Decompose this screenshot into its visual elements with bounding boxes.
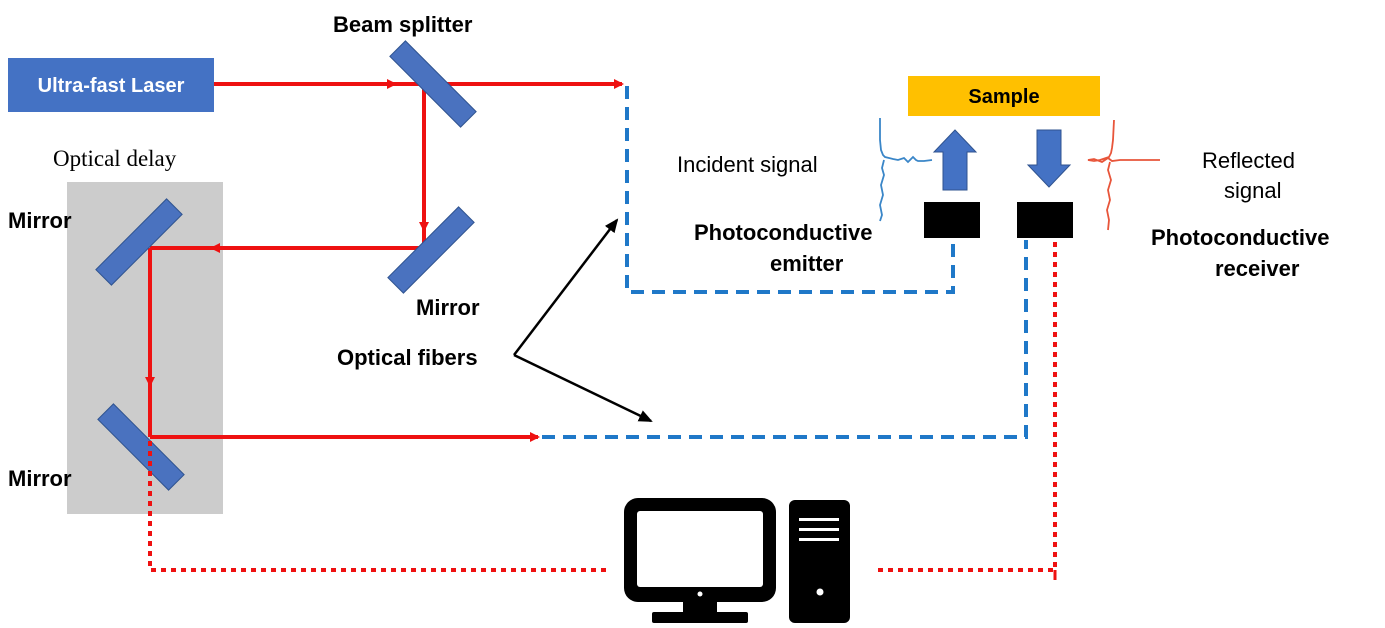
- incident-pulse-waveform: [879, 118, 933, 222]
- emitter-label-line1: Photoconductive: [694, 220, 872, 245]
- monitor-neck: [683, 602, 717, 612]
- reflected-signal-label-line2: signal: [1224, 178, 1281, 203]
- sample-label: Sample: [968, 86, 1039, 108]
- beam-splitter-label: Beam splitter: [333, 12, 473, 37]
- mirror-delay-top-label: Mirror: [8, 208, 72, 233]
- optical-fibers-label: Optical fibers: [337, 345, 478, 370]
- optical-delay-label: Optical delay: [53, 146, 177, 171]
- incident-beam-up-arrow: [932, 129, 978, 191]
- reflected-signal-label-line1: Reflected: [1202, 148, 1295, 173]
- delay-mirror-top: [95, 198, 183, 286]
- desktop-computer-icon: [624, 498, 850, 623]
- monitor-stand: [652, 612, 748, 623]
- beam-splitter-mirror: [389, 40, 477, 128]
- tower-slot-1: [799, 518, 839, 521]
- reflected-beam-down-arrow: [1026, 129, 1072, 188]
- optical-fiber-paths: [542, 86, 1028, 439]
- electrical-connections: [148, 242, 1057, 572]
- incident-signal-label: Incident signal: [677, 152, 818, 177]
- mirror-delay-bottom-label: Mirror: [8, 466, 72, 491]
- fiber-to-receiver: [542, 240, 1028, 439]
- wire-delay-to-computer: [148, 441, 608, 572]
- sample-box: [908, 76, 1100, 116]
- tower-slot-2: [799, 528, 839, 531]
- tower-slot-3: [799, 538, 839, 541]
- pointer-to-upper-fiber: [513, 218, 619, 356]
- laser-label: Ultra-fast Laser: [38, 75, 185, 97]
- reflected-pulse-waveform: [1087, 119, 1160, 231]
- monitor-screen: [637, 511, 763, 587]
- emitter-label-line2: emitter: [770, 251, 844, 276]
- delay-mirror-bottom: [97, 403, 185, 491]
- fiber-to-emitter: [625, 86, 955, 294]
- photoconductive-emitter-chip: [924, 202, 980, 238]
- receiver-label-line2: receiver: [1215, 256, 1300, 281]
- laser-box: [8, 58, 214, 112]
- fold-mirror: [387, 206, 475, 294]
- tower-power-button: [816, 588, 824, 596]
- optical-fibers-pointers: [513, 218, 653, 423]
- monitor-power-dot: [697, 591, 703, 597]
- mirror-fold-label: Mirror: [416, 295, 480, 320]
- pointer-to-lower-fiber: [513, 353, 653, 423]
- photoconductive-receiver-chip: [1017, 202, 1073, 238]
- receiver-label-line1: Photoconductive: [1151, 225, 1329, 250]
